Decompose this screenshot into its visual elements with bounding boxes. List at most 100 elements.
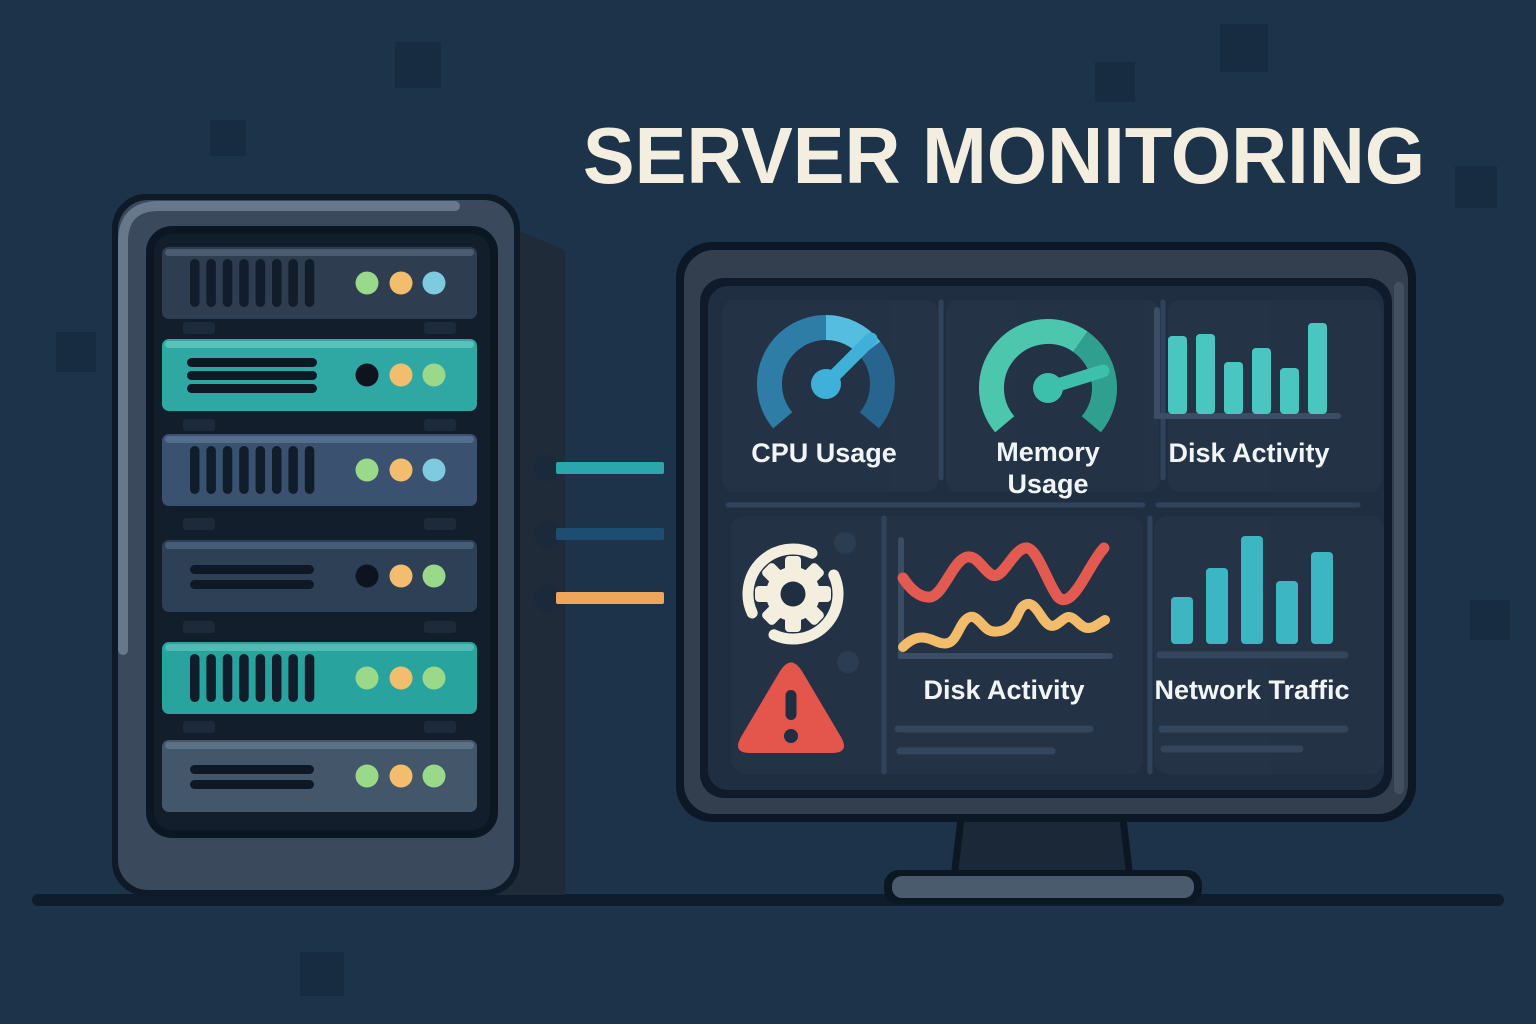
gear-center-hole: [780, 581, 806, 607]
led-indicator-orange: [389, 764, 413, 788]
mounting-tab: [183, 721, 215, 733]
mounting-tab: [424, 621, 456, 633]
cable-port-dot: [533, 454, 561, 482]
memory-usage-label: Memory Usage: [996, 437, 1100, 500]
network-traffic-label: Network Traffic: [1154, 675, 1350, 705]
led-indicator-green: [355, 666, 379, 690]
vent-slot: [222, 446, 233, 494]
drive-slot-line: [187, 384, 317, 393]
vent-slot: [190, 259, 200, 307]
led-indicator-dark: [355, 363, 379, 387]
gear-icon: [742, 543, 844, 645]
bar: [1171, 597, 1193, 644]
mounting-tab: [183, 621, 215, 633]
rack-mounting-tabs: [183, 322, 456, 733]
background-texture: [56, 24, 1510, 996]
vent-slot: [255, 654, 266, 702]
led-indicator-green: [355, 271, 379, 295]
vent-slot: [272, 446, 282, 494]
connector-cable: [533, 584, 664, 612]
bar: [1252, 348, 1271, 414]
led-indicator-orange: [389, 271, 413, 295]
vent-slot: [190, 446, 200, 494]
led-indicator-orange: [389, 564, 413, 588]
placeholder-lines: [894, 651, 1349, 755]
drive-slot-line: [190, 780, 314, 789]
vent-slot: [222, 259, 233, 307]
memory-gauge-hub: [1033, 373, 1063, 403]
vent-slot: [206, 446, 216, 494]
disk-activity-top-label: Disk Activity: [1168, 438, 1330, 468]
led-indicator-dark: [355, 564, 379, 588]
led-indicator-orange: [389, 666, 413, 690]
vent-slot: [255, 259, 266, 307]
cable-line: [556, 528, 664, 540]
warning-icon: [738, 662, 844, 753]
bezel-highlight: [1394, 282, 1404, 794]
decorative-dot: [837, 651, 859, 673]
server-unit: [162, 642, 477, 714]
line-series-yellow: [898, 598, 1110, 652]
disk-activity-bar-chart: [1154, 307, 1341, 419]
page-title: SERVER MONITORING: [582, 111, 1426, 200]
cpu-gauge-icon: [757, 315, 895, 429]
vent-slot: [255, 446, 266, 494]
vent-slot: [272, 259, 282, 307]
monitor: [676, 242, 1416, 822]
mounting-tab: [424, 518, 456, 530]
server-unit: [162, 540, 477, 612]
led-indicator-blue: [422, 458, 446, 482]
led-indicator-orange: [389, 363, 413, 387]
connector-cable: [533, 520, 664, 548]
cable-port-dot: [533, 584, 561, 612]
led-indicator-green: [422, 764, 446, 788]
chart-axis: [1154, 307, 1341, 419]
vent-slot: [239, 259, 249, 307]
mounting-tab: [183, 419, 215, 431]
vent-slot: [222, 654, 233, 702]
connector-cables: [533, 454, 664, 612]
bar: [1241, 536, 1263, 644]
led-indicator-blue: [422, 271, 446, 295]
panel-dividers: [725, 299, 1361, 775]
cable-line: [556, 462, 664, 474]
vent-slot: [288, 654, 298, 702]
mounting-tab: [424, 419, 456, 431]
server-unit: [162, 247, 477, 319]
vent-slot: [304, 654, 315, 702]
network-traffic-bar-chart: [1171, 536, 1333, 644]
vent-slot: [304, 259, 315, 307]
bar: [1206, 568, 1228, 644]
cpu-gauge-hub: [811, 369, 841, 399]
vent-slot: [288, 446, 298, 494]
disk-activity-bottom-label: Disk Activity: [923, 675, 1085, 705]
drive-slot-line: [190, 565, 314, 574]
rack-highlight-edge: [118, 201, 460, 655]
led-indicator-green: [422, 666, 446, 690]
server-unit: [162, 434, 477, 506]
rack-units: [162, 247, 477, 812]
bar: [1280, 368, 1299, 414]
cable-port-dot: [533, 520, 561, 548]
vent-slot: [239, 446, 249, 494]
cable-line: [556, 592, 664, 604]
bar: [1311, 552, 1333, 644]
bar: [1224, 362, 1243, 414]
vent-slot: [239, 654, 249, 702]
drive-slot-line: [187, 358, 317, 367]
disk-activity-line-chart: [897, 537, 1113, 659]
bar: [1308, 323, 1327, 414]
decorative-dot: [834, 532, 856, 554]
vent-slot: [304, 446, 315, 494]
cpu-usage-label: CPU Usage: [751, 438, 897, 468]
status-icons-column: [738, 532, 859, 753]
bar: [1276, 581, 1298, 644]
connector-cable: [533, 454, 664, 482]
mounting-tab: [183, 322, 215, 334]
server-unit: [162, 339, 477, 411]
vent-slot: [272, 654, 282, 702]
bar: [1168, 336, 1187, 414]
bar: [1196, 334, 1215, 414]
